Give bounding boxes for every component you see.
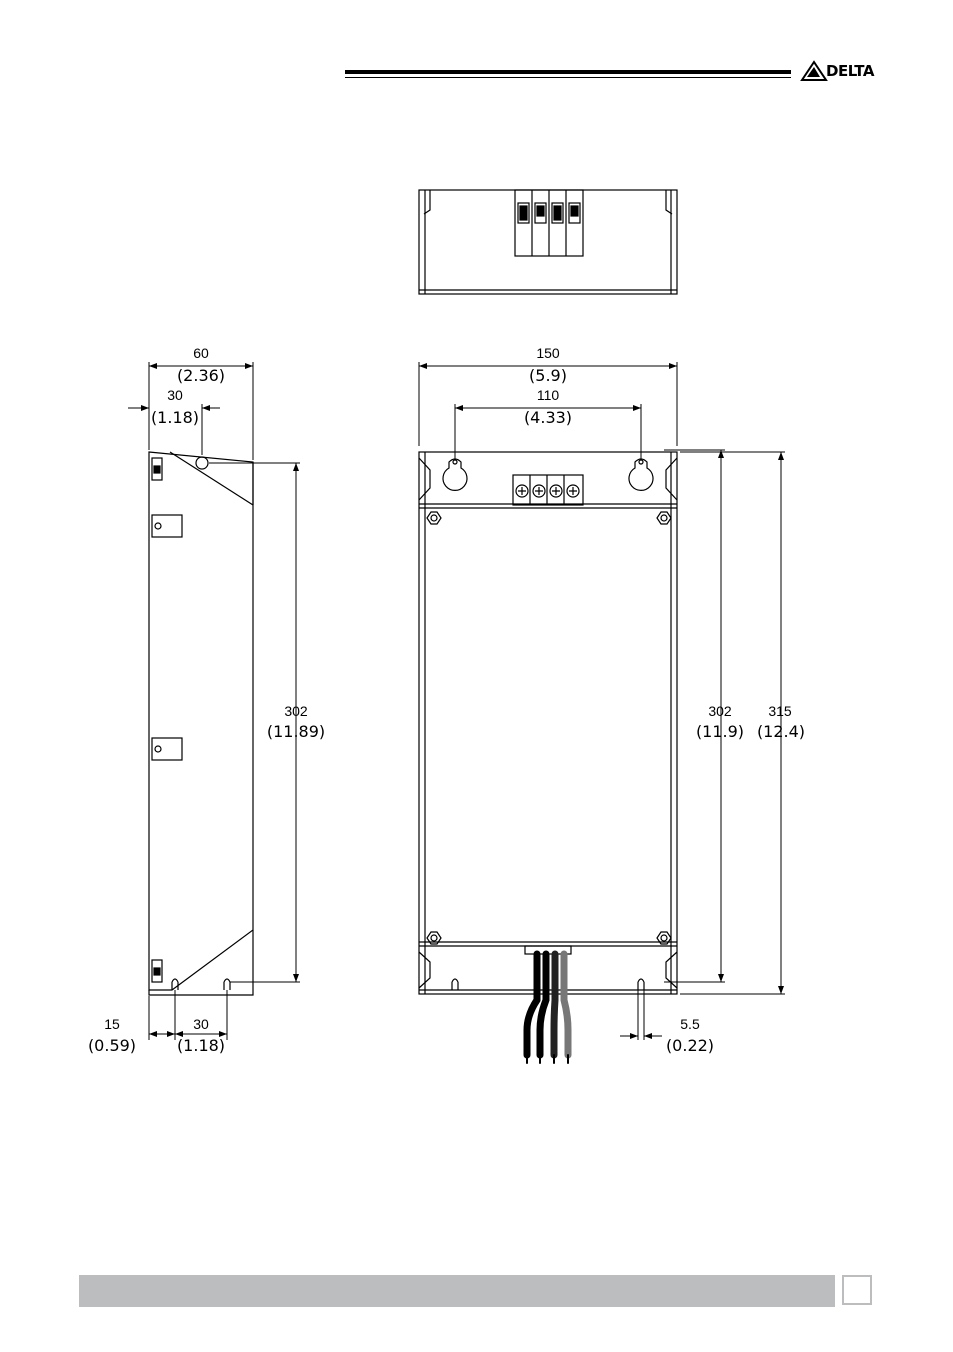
side-width-sub: (2.36) [177,366,225,385]
side-dimensions [128,362,300,1040]
front-total-height-sub: (12.4) [757,722,805,741]
front-pitch-sub: (4.33) [524,408,572,427]
side-bottom-edge-sub: (0.59) [88,1036,136,1055]
page-number-box [842,1275,872,1305]
side-bottom-pitch-main: 30 [193,1016,209,1032]
side-view [149,452,253,995]
footer-bar [79,1275,835,1307]
top-view [419,190,677,294]
side-offset-main: 30 [167,387,183,403]
cable-bundle [527,954,568,1063]
front-inner-height-main: 302 [708,703,732,719]
front-inner-height-sub: (11.9) [696,722,744,741]
side-offset-sub: (1.18) [151,408,199,427]
front-width-main: 150 [536,345,560,361]
front-view [419,452,677,994]
side-bottom-pitch-sub: (1.18) [177,1036,225,1055]
front-total-height-main: 315 [768,703,792,719]
side-width-main: 60 [193,345,209,361]
side-height-sub: (11.89) [267,722,325,741]
front-slot-sub: (0.22) [666,1036,714,1055]
side-height-main: 302 [284,703,308,719]
front-width-sub: (5.9) [529,366,567,385]
side-bottom-edge-main: 15 [104,1016,120,1032]
front-pitch-main: 110 [537,387,560,403]
front-slot-main: 5.5 [680,1016,700,1032]
front-dimensions [419,362,785,1040]
